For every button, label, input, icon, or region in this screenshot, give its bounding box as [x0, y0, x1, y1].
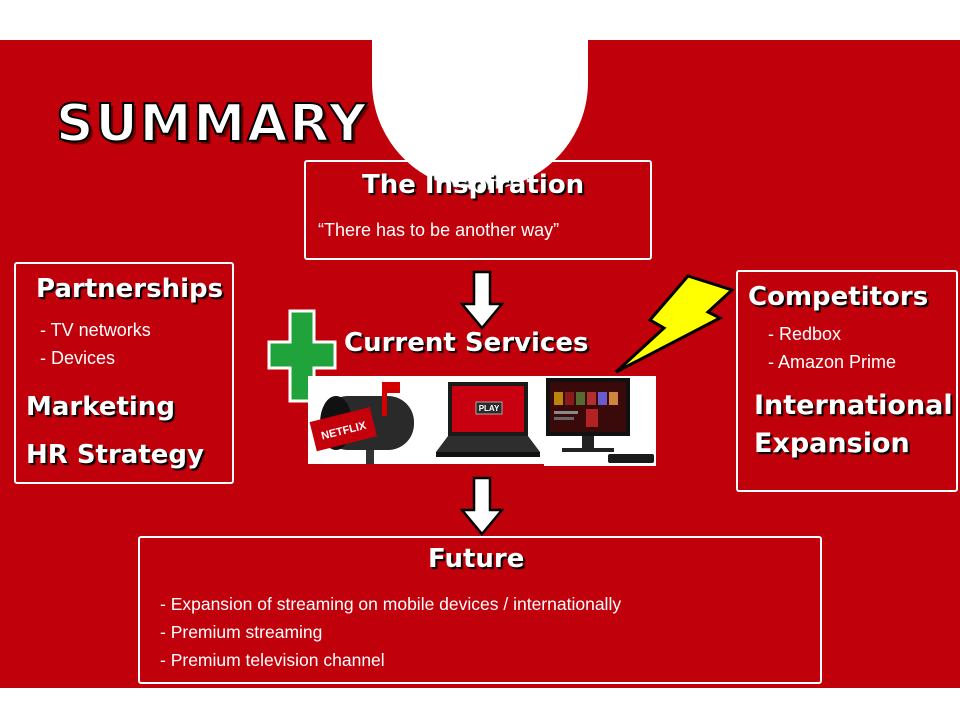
future-item-premium-streaming: - Premium streaming — [160, 622, 323, 642]
competitors-item-redbox: - Redbox — [768, 324, 842, 344]
summary-slide: SUMMARY The Inspiration “There has to be… — [0, 40, 960, 688]
competitors-item-amazon-prime: - Amazon Prime — [768, 352, 897, 372]
competitors-box: Competitors - Redbox - Amazon Prime Inte… — [736, 270, 958, 492]
hr-strategy-heading: HR Strategy — [26, 440, 204, 470]
partnerships-item-devices: - Devices — [40, 348, 116, 368]
future-heading: Future — [428, 544, 525, 574]
inspiration-box: The Inspiration “There has to be another… — [304, 160, 652, 260]
current-services-heading: Current Services — [344, 328, 589, 358]
future-list: - Expansion of streaming on mobile devic… — [160, 590, 621, 674]
partnerships-heading: Partnerships — [36, 274, 224, 304]
laptop-play-image: PLAY — [432, 376, 544, 464]
lightning-bolt-icon — [614, 274, 735, 374]
play-button-text: PLAY — [479, 404, 500, 413]
netflix-mailbox-image: NETFLIX — [308, 376, 432, 464]
inspiration-quote: “There has to be another way” — [318, 220, 560, 240]
tv-streaming-image — [544, 376, 656, 466]
future-box: Future - Expansion of streaming on mobil… — [138, 536, 822, 684]
inspiration-heading: The Inspiration — [362, 170, 585, 200]
marketing-heading: Marketing — [26, 392, 175, 422]
future-item-premium-channel: - Premium television channel — [160, 650, 385, 670]
expansion-heading: Expansion — [754, 428, 910, 459]
partnerships-box: Partnerships - TV networks - Devices Mar… — [14, 262, 234, 484]
competitors-heading: Competitors — [748, 282, 929, 312]
competitors-list: - Redbox - Amazon Prime — [768, 320, 896, 376]
partnerships-item-tv-networks: - TV networks — [40, 320, 151, 340]
partnerships-list: - TV networks - Devices — [40, 316, 151, 372]
down-arrow-icon — [460, 270, 504, 330]
international-heading: International — [754, 390, 953, 421]
future-item-mobile-international: - Expansion of streaming on mobile devic… — [160, 594, 622, 614]
down-arrow-icon — [460, 476, 504, 536]
slide-title: SUMMARY — [55, 93, 369, 155]
